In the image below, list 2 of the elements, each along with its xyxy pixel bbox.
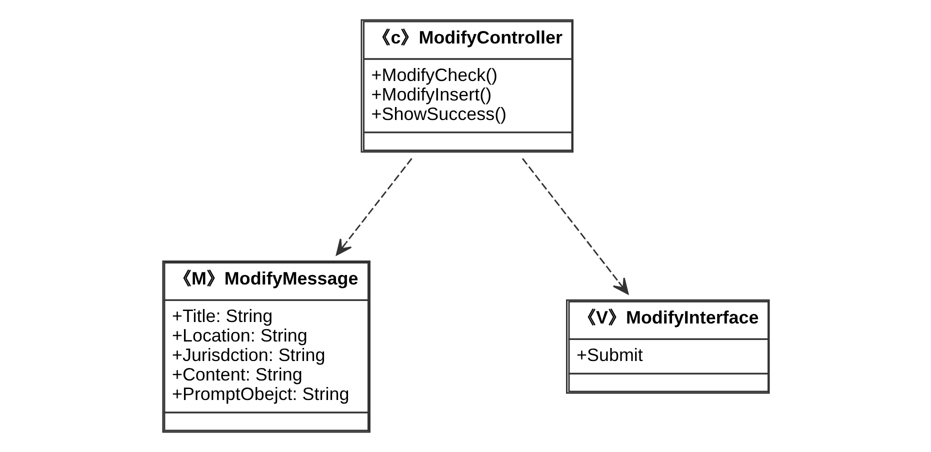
- arrow: [521, 158, 628, 295]
- arrow: [335, 158, 412, 256]
